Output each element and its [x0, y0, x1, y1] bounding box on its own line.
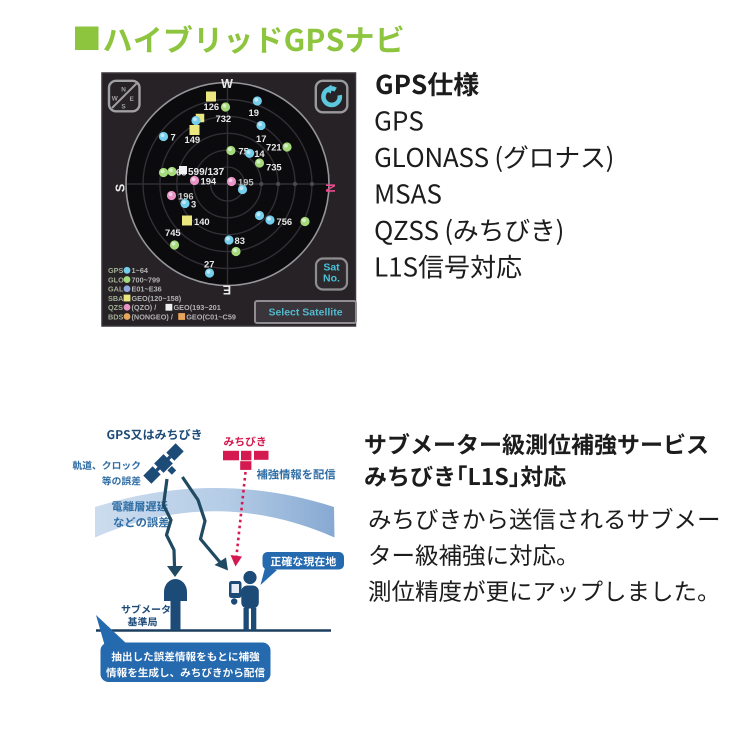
svg-text:194: 194 — [201, 176, 217, 187]
svg-text:126: 126 — [204, 101, 220, 112]
svg-text:GAL: GAL — [108, 285, 124, 294]
svg-text:140: 140 — [194, 216, 210, 227]
svg-text:27: 27 — [204, 259, 214, 270]
svg-text:(QZO) /: (QZO) / — [132, 303, 157, 312]
svg-text:S: S — [114, 184, 128, 192]
svg-text:756: 756 — [277, 216, 293, 227]
svg-text:(NONGEO) /: (NONGEO) / — [132, 312, 173, 321]
svg-text:GPS: GPS — [108, 266, 124, 275]
svg-text:Select Satellite: Select Satellite — [268, 307, 342, 319]
svg-text:N: N — [121, 87, 126, 94]
svg-text:735: 735 — [266, 162, 282, 173]
svg-text:149: 149 — [185, 134, 201, 145]
svg-text:3: 3 — [191, 199, 196, 210]
svg-text:195: 195 — [238, 177, 254, 188]
svg-text:SBA: SBA — [108, 294, 124, 303]
svg-text:700~799: 700~799 — [132, 275, 161, 284]
svg-text:1~64: 1~64 — [132, 266, 149, 275]
svg-text:745: 745 — [165, 227, 181, 238]
svg-text:E: E — [130, 96, 135, 103]
svg-text:Sat: Sat — [323, 262, 340, 274]
svg-text:GEO(193~201: GEO(193~201 — [174, 303, 221, 312]
svg-text:83: 83 — [235, 235, 245, 246]
svg-text:599/137: 599/137 — [188, 167, 225, 178]
svg-text:N: N — [323, 183, 337, 192]
svg-text:E01~E36: E01~E36 — [132, 285, 162, 294]
svg-text:14: 14 — [254, 148, 265, 159]
svg-text:W: W — [221, 77, 233, 91]
svg-text:7: 7 — [171, 132, 176, 143]
svg-text:19: 19 — [249, 107, 259, 118]
svg-text:732: 732 — [216, 113, 232, 124]
svg-text:BDS: BDS — [108, 312, 124, 321]
svg-text:196: 196 — [178, 191, 194, 202]
svg-text:GEO(120~158): GEO(120~158) — [132, 294, 182, 303]
svg-text:GLO: GLO — [108, 275, 124, 284]
svg-text:No.: No. — [323, 273, 340, 285]
svg-text:GEO(C01~C59: GEO(C01~C59 — [186, 312, 236, 321]
svg-text:W: W — [112, 96, 119, 103]
svg-text:721: 721 — [266, 142, 282, 153]
svg-text:QZS: QZS — [108, 303, 123, 312]
svg-text:E: E — [223, 283, 231, 297]
svg-text:S: S — [121, 104, 126, 111]
svg-text:17: 17 — [256, 133, 266, 144]
svg-text:75: 75 — [238, 146, 248, 157]
